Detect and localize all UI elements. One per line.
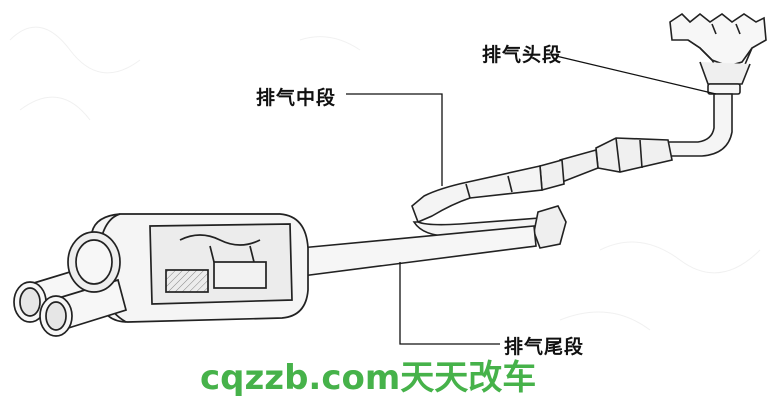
exhaust-manifold	[669, 12, 767, 95]
leader-tail	[399, 262, 500, 345]
tail-pipe	[299, 225, 537, 277]
mid-pipe	[411, 165, 543, 238]
leader-lines	[346, 55, 717, 345]
label-middle-section: 排气中段	[256, 87, 337, 109]
leader-middle	[346, 93, 443, 186]
label-head-section: 排气头段	[482, 44, 563, 66]
label-tail-section: 排气尾段	[504, 336, 585, 358]
exhaust-tips	[13, 231, 128, 337]
background-texture	[9, 26, 761, 331]
resonator	[533, 205, 567, 249]
watermark: cqzzb.com天天改车	[200, 358, 537, 398]
muffler	[91, 213, 309, 323]
leader-head	[555, 55, 717, 95]
down-pipe	[667, 93, 733, 157]
catalytic-converter	[539, 137, 673, 192]
